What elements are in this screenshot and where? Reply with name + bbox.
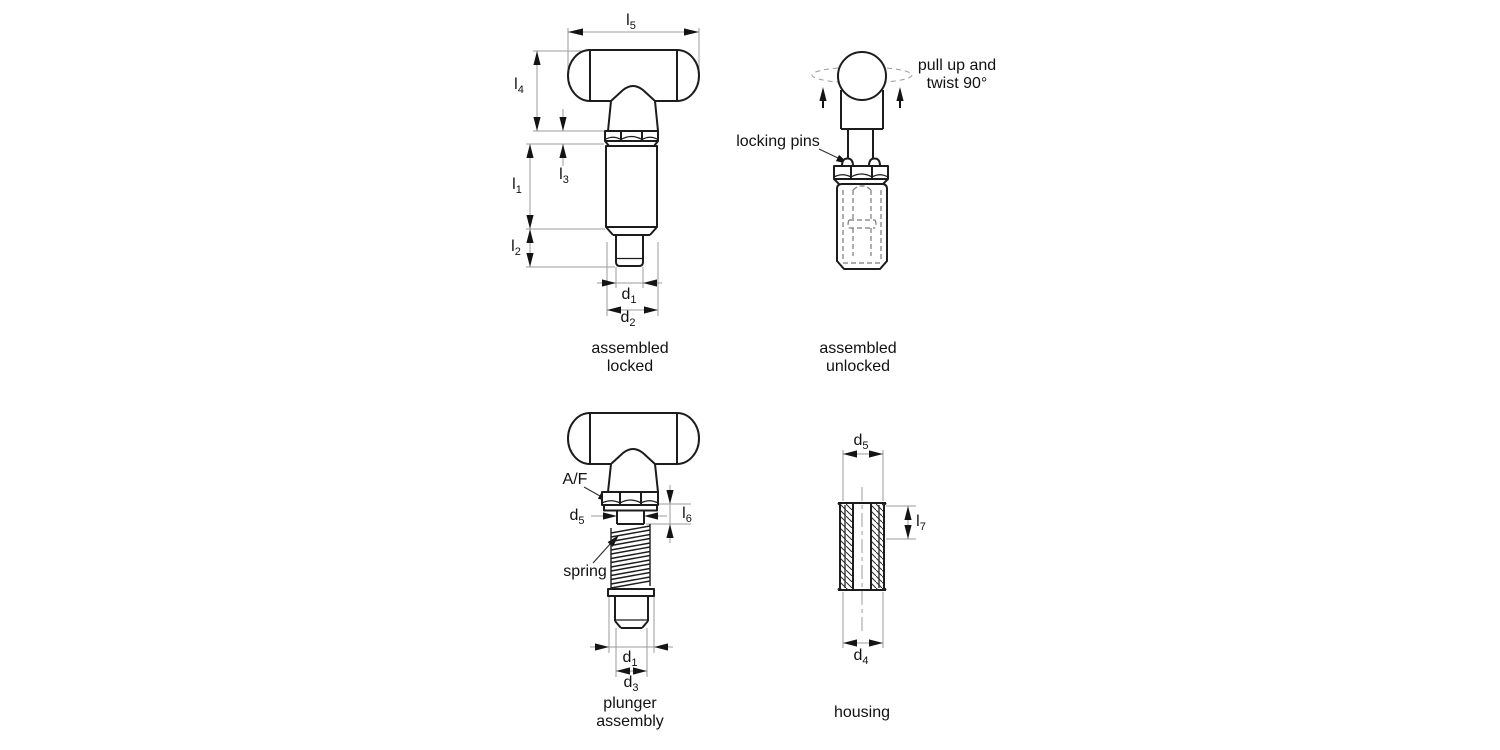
hex-nut [601, 491, 659, 506]
dim-label-d1: d1 [621, 286, 637, 307]
dim-label-d4: d4 [853, 647, 869, 668]
annotation-locking-pins: locking pins [736, 133, 820, 150]
dim-label-d5-housing: d5 [853, 432, 869, 453]
view-assembled-unlocked [811, 51, 913, 270]
dim-label-d5-plunger: d5 [569, 507, 585, 528]
pull-up-arrow-left [819, 87, 827, 101]
knob-end-ball [837, 51, 887, 101]
dim-label-l3: l3 [559, 166, 569, 187]
pull-up-arrow-right [896, 87, 904, 101]
section-hatch-right [871, 503, 884, 590]
locking-pin-left [841, 157, 854, 167]
dim-label-l2: l2 [511, 238, 521, 259]
spring-coil [610, 524, 651, 589]
dim-label-d3: d3 [623, 674, 639, 695]
dim-label-d1-plunger: d1 [622, 649, 638, 670]
locking-pin-right [868, 157, 881, 167]
section-hatch-left [840, 503, 853, 590]
annotation-af: A/F [562, 471, 588, 488]
dim-label-l7: l7 [916, 513, 926, 534]
view-assembled-locked [526, 28, 700, 316]
dim-label-l4: l4 [514, 76, 524, 97]
dim-label-d2: d2 [620, 309, 636, 330]
dim-label-l6: l6 [682, 505, 692, 526]
caption-housing: housing [833, 704, 891, 721]
view-plunger-assembly [567, 412, 700, 677]
annotation-spring: spring [563, 563, 607, 580]
view-housing [837, 450, 916, 648]
dim-label-l5: l5 [626, 12, 636, 33]
dim-label-l1: l1 [512, 176, 522, 197]
